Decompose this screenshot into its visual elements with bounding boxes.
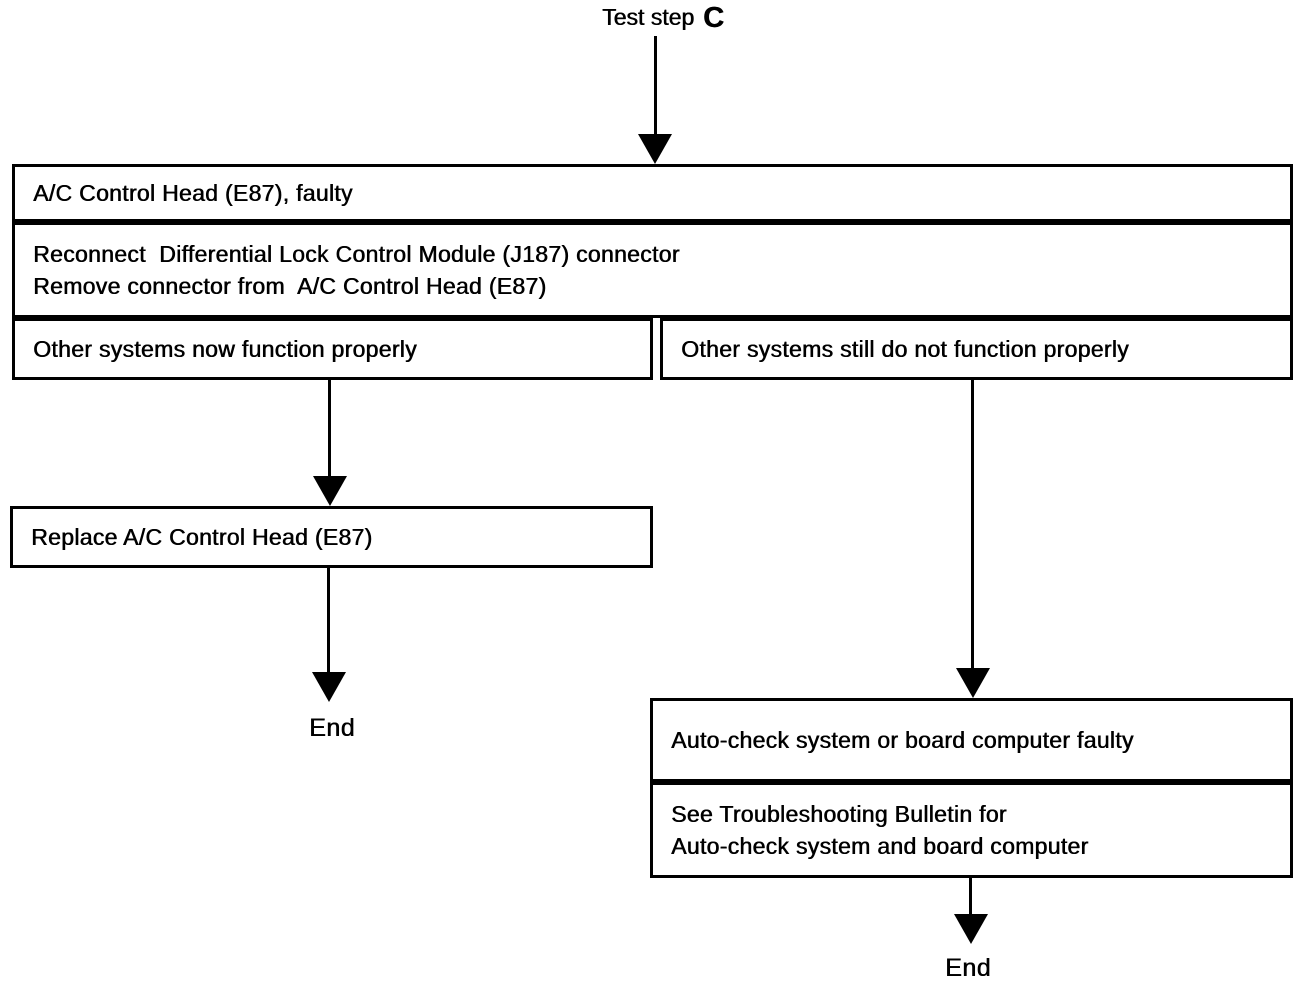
entry-arrow-line bbox=[654, 36, 657, 136]
node-outcome-right: Other systems still do not function prop… bbox=[660, 318, 1293, 380]
node-outcome-left: Other systems now function properly bbox=[12, 318, 653, 380]
node-outcome-left-text: Other systems now function properly bbox=[33, 336, 417, 362]
left-branch-arrow-head-icon bbox=[313, 476, 347, 506]
node-outcome-right-text: Other systems still do not function prop… bbox=[681, 336, 1129, 362]
entry-step-letter: C bbox=[703, 2, 724, 34]
left-end-arrow-line bbox=[327, 568, 330, 674]
end-label-right: End bbox=[945, 954, 991, 982]
end-label-left: End bbox=[309, 714, 355, 742]
entry-step-prefix: Test step bbox=[602, 4, 695, 30]
node-autocheck-text: Auto-check system or board computer faul… bbox=[671, 727, 1134, 753]
node-replace-text: Replace A/C Control Head (E87) bbox=[31, 524, 373, 550]
node-fault-text: A/C Control Head (E87), faulty bbox=[33, 180, 353, 206]
node-fault: A/C Control Head (E87), faulty bbox=[12, 164, 1293, 222]
node-bulletin-text: See Troubleshooting Bulletin for Auto-ch… bbox=[671, 801, 1089, 859]
right-end-arrow-line bbox=[969, 878, 972, 916]
left-branch-arrow-line bbox=[328, 380, 331, 478]
node-action-text: Reconnect Differential Lock Control Modu… bbox=[33, 241, 680, 299]
node-action: Reconnect Differential Lock Control Modu… bbox=[12, 222, 1293, 318]
entry-step-label: Test step C bbox=[463, 2, 863, 35]
right-branch-arrow-line bbox=[971, 380, 974, 670]
left-end-arrow-head-icon bbox=[312, 672, 346, 702]
entry-arrow-head-icon bbox=[638, 134, 672, 164]
node-autocheck: Auto-check system or board computer faul… bbox=[650, 698, 1293, 782]
right-branch-arrow-head-icon bbox=[956, 668, 990, 698]
right-end-arrow-head-icon bbox=[954, 914, 988, 944]
node-replace: Replace A/C Control Head (E87) bbox=[10, 506, 653, 568]
node-bulletin: See Troubleshooting Bulletin for Auto-ch… bbox=[650, 782, 1293, 878]
